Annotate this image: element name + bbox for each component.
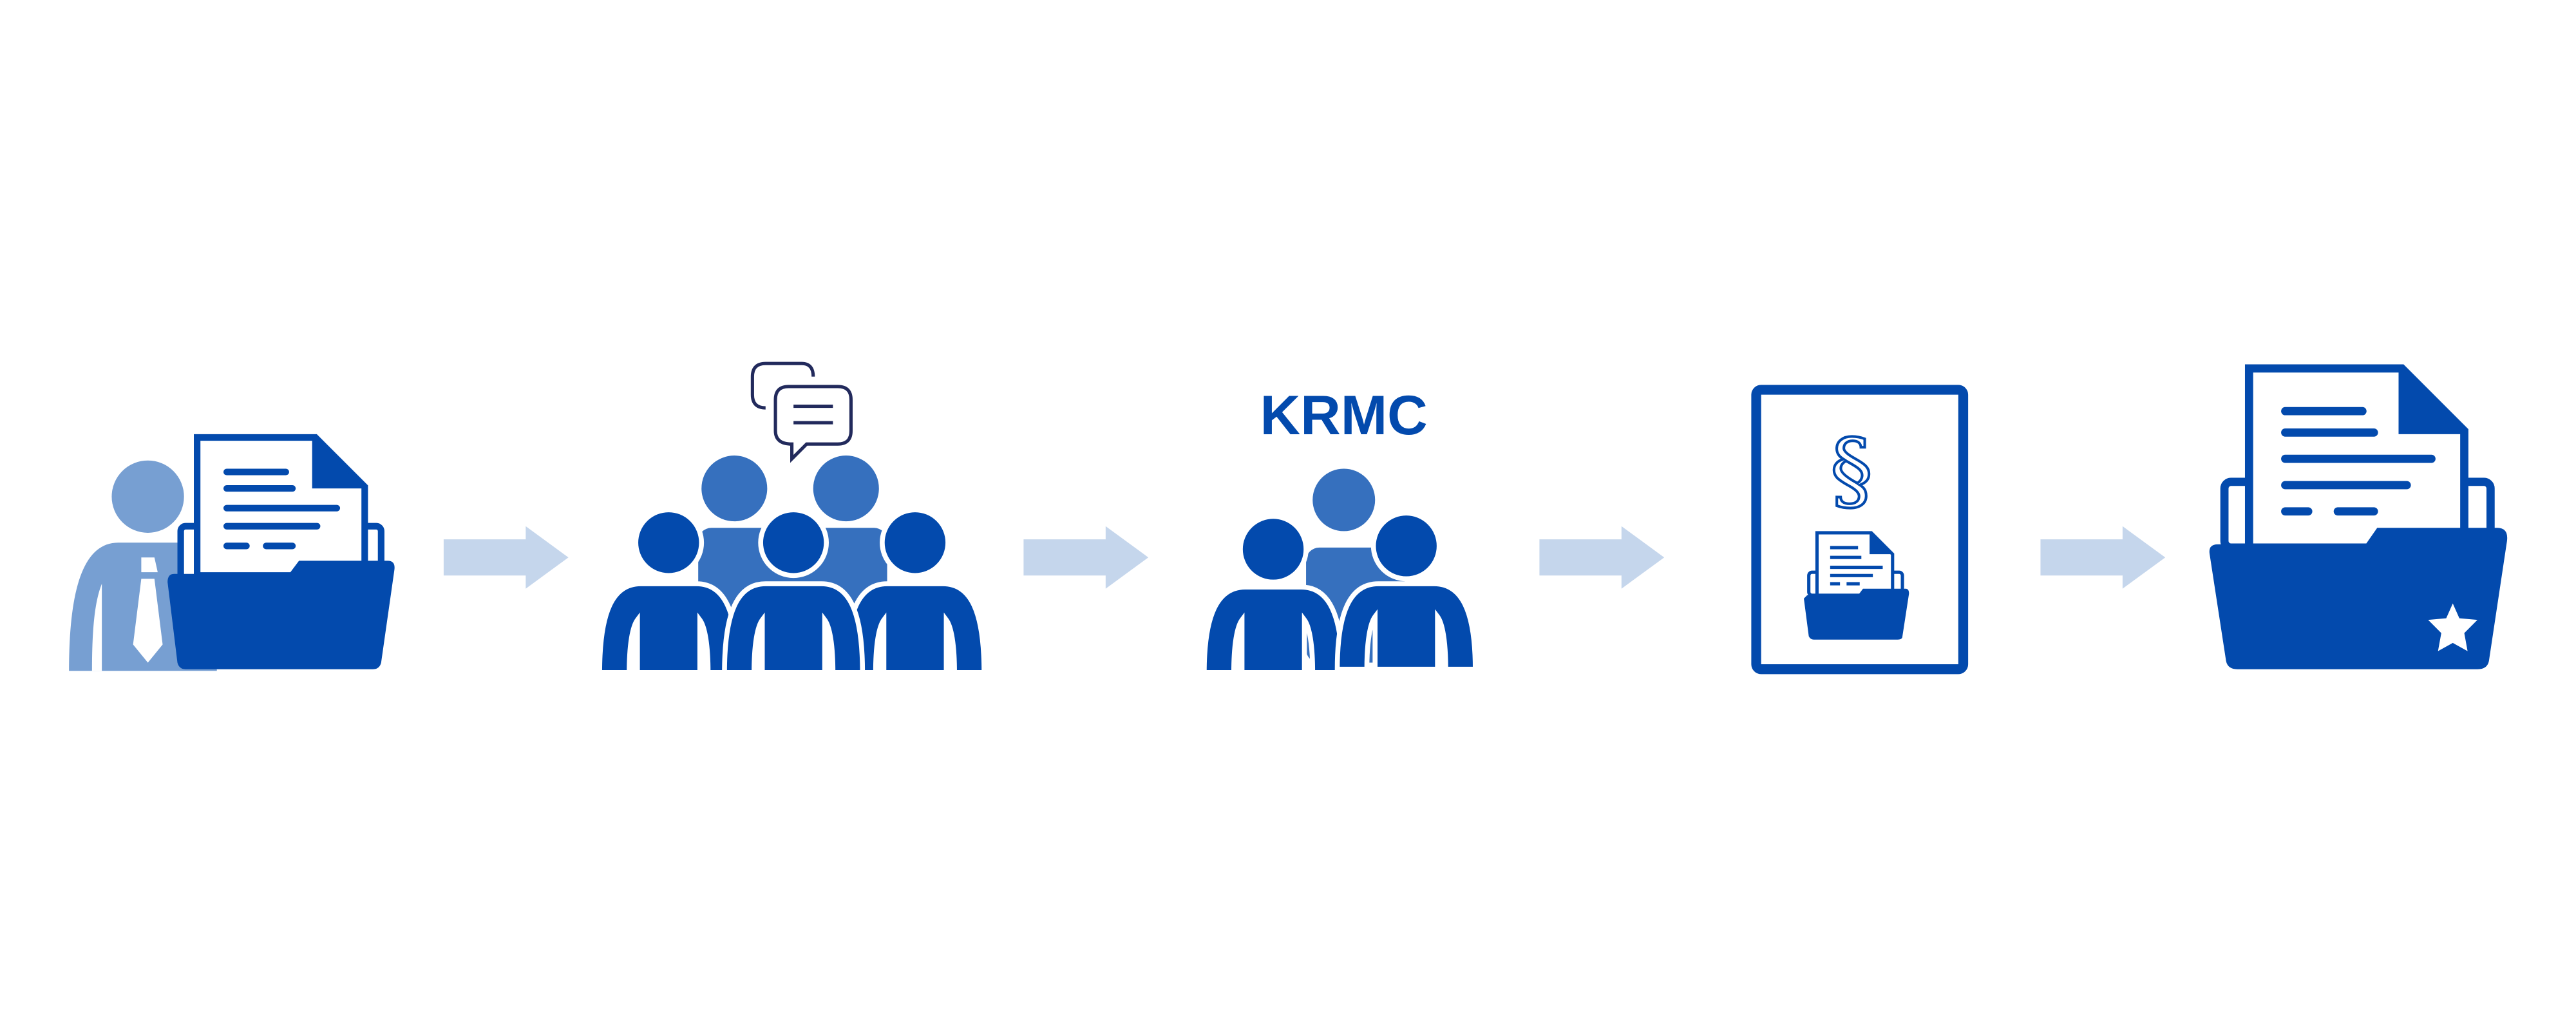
arrow-icon (2040, 526, 2166, 589)
step-committee: KRMC (1202, 384, 1478, 675)
step-submission (69, 434, 395, 671)
star-icon (2428, 603, 2477, 651)
folder-icon (2209, 528, 2508, 669)
arrow-icon (1023, 526, 1149, 589)
step-discussion (597, 361, 987, 675)
group-icon (597, 456, 987, 675)
arrow-icon (443, 526, 569, 589)
step-regulation: § (1751, 385, 1969, 675)
section-symbol: § (1830, 421, 1873, 521)
committee-group-icon (1202, 468, 1478, 675)
step-approval (2209, 364, 2508, 669)
speech-bubbles-icon (750, 361, 853, 463)
arrow-icon (1539, 526, 1665, 589)
committee-label: KRMC (1260, 384, 1428, 446)
document-folder-icon (167, 434, 395, 669)
small-folder-icon (1804, 531, 1909, 640)
